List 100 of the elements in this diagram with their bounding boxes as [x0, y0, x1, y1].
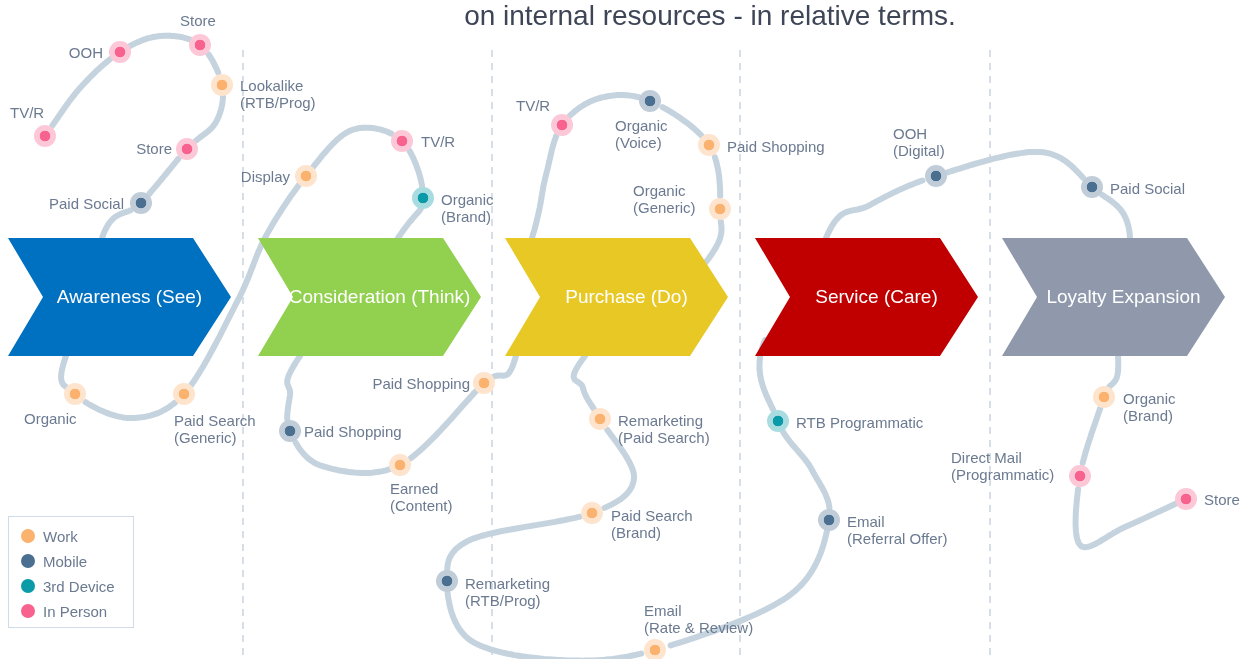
journey-curve [1079, 405, 1104, 466]
journey-curve [193, 93, 226, 144]
title: on internal resources - in relative terms. [463, 0, 957, 32]
touchpoint-label: Paid Shopping [727, 138, 825, 155]
touchpoint-dot [173, 383, 195, 405]
journey-curve [779, 428, 833, 511]
touchpoint-label: TV/R [10, 104, 45, 121]
stage-label: Awareness (See) [55, 286, 204, 308]
touchpoint-dot [176, 138, 198, 160]
touchpoint-label: Paid Search (Generic) [174, 412, 256, 446]
legend-label: 3rd Device [43, 578, 115, 595]
touchpoint-label: Organic (Brand) [441, 191, 494, 225]
journey-curve [823, 177, 926, 241]
touchpoint-dot [109, 41, 131, 63]
touchpoint-dot [211, 74, 233, 96]
touchpoint-dot [34, 125, 56, 147]
touchpoint-dot [925, 165, 947, 187]
touchpoint-label: Paid Social [1110, 180, 1186, 197]
touchpoint-label: Lookalike (RTB/Prog) [240, 77, 316, 111]
touchpoint-label: Paid Search (Brand) [611, 507, 693, 541]
touchpoint-dot [389, 454, 411, 476]
touchpoint-dot [551, 114, 573, 136]
stage-label: Consideration (Think) [288, 286, 471, 308]
stage-banner [258, 238, 481, 356]
legend-label: In Person [43, 603, 108, 620]
touchpoint-dot [818, 509, 840, 531]
journey-curve [1072, 486, 1179, 551]
touchpoint-label: Remarketing (Paid Search) [618, 412, 710, 446]
stage-banner [755, 238, 978, 356]
journey-curve [1098, 191, 1133, 241]
touchpoint-dot [189, 34, 211, 56]
journey-curve [444, 589, 645, 659]
journey-curve [406, 147, 426, 190]
touchpoint-label: TV/R [516, 97, 551, 114]
stage-banner [1002, 238, 1225, 356]
touchpoint-label: Store [136, 140, 172, 157]
touchpoint-label: Direct Mail (Programmatic) [951, 449, 1055, 483]
touchpoint-label: Paid Social [48, 195, 124, 212]
touchpoint-label: Earned (Content) [390, 480, 453, 514]
touchpoint-label: Organic (Voice) [615, 117, 668, 151]
touchpoint-dot [1081, 176, 1103, 198]
touchpoint-dot [1093, 386, 1115, 408]
stage-banner [505, 238, 728, 356]
journey-curve [310, 124, 395, 170]
legend-label: Mobile [43, 553, 88, 570]
touchpoint-dot [709, 198, 731, 220]
journey-curve [292, 439, 393, 476]
journey-curve [49, 56, 113, 129]
touchpoint-label: Store [1204, 491, 1240, 508]
journey-curve [205, 51, 222, 76]
touchpoint-label: OOH (Digital) [893, 125, 945, 159]
touchpoint-label: Paid Shopping [372, 375, 470, 392]
journey-curve [659, 104, 705, 139]
journey-curve [407, 388, 479, 462]
touchpoint-label: Organic (Generic) [633, 182, 696, 216]
touchpoint-dot [64, 383, 86, 405]
touchpoint-label: Paid Shopping [304, 423, 402, 440]
journey-curve [395, 206, 424, 241]
legend-label: Work [43, 528, 78, 545]
touchpoint-label: Email (Rate & Review) [644, 602, 754, 636]
touchpoint-dot [1069, 465, 1091, 487]
journey-curve [145, 155, 182, 198]
touchpoint-dot [279, 420, 301, 442]
touchpoint-dot [767, 410, 789, 432]
journey-curve [944, 148, 1086, 181]
touchpoint-dot [130, 192, 152, 214]
touchpoint-dot [473, 372, 495, 394]
touchpoint-dot [295, 165, 317, 187]
stage-label: Service (Care) [814, 286, 939, 308]
touchpoint-dot [1175, 488, 1197, 510]
touchpoint-dot [581, 502, 603, 524]
journey-curve [756, 337, 777, 413]
journey-curve [601, 426, 637, 511]
journey-curve [187, 182, 302, 389]
touchpoint-label: Organic (Brand) [1123, 390, 1176, 424]
touchpoint-dot [639, 90, 661, 112]
touchpoint-label: Email (Referral Offer) [847, 513, 948, 547]
touchpoint-dot [589, 408, 611, 430]
journey-curve [529, 132, 560, 241]
touchpoint-label: OOH [68, 44, 103, 61]
touchpoint-label: Organic [24, 410, 77, 427]
touchpoint-dot [412, 187, 434, 209]
touchpoint-label: RTB Programmatic [796, 414, 924, 431]
touchpoint-dot [391, 130, 413, 152]
touchpoint-label: TV/R [421, 133, 456, 150]
journey-curve [667, 528, 830, 649]
journey-curve [99, 207, 134, 241]
stage-label: Loyalty Expansion [1045, 286, 1202, 308]
touchpoint-label: Remarketing (RTB/Prog) [465, 575, 551, 609]
journey-curve [566, 92, 642, 119]
touchpoint-dot [436, 570, 458, 592]
touchpoint-label: Store [180, 12, 216, 29]
touchpoint-label: Display [240, 168, 290, 185]
journey-curve [711, 154, 724, 199]
journey-curve [444, 513, 583, 573]
touchpoint-dot [698, 134, 720, 156]
stage-banner [8, 238, 231, 356]
journey-curve [127, 32, 193, 49]
journey-curve [82, 399, 178, 421]
touchpoint-dot [644, 639, 666, 659]
